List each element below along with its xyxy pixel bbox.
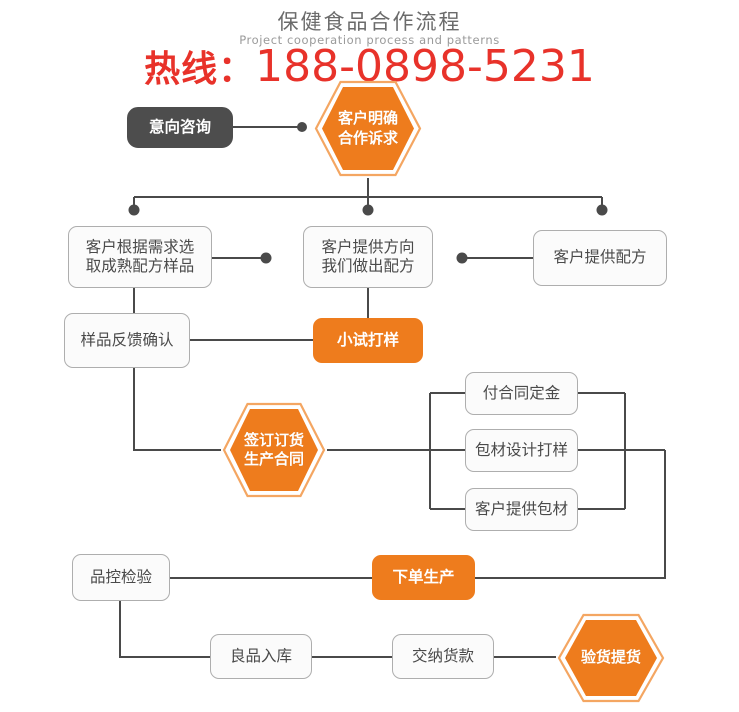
node-inspect-and-pickup[interactable]: 验货提货 xyxy=(556,612,666,704)
node-client-direction-we-formulate[interactable]: 客户提供方向 我们做出配方 xyxy=(303,226,433,288)
node-label: 包材设计打样 xyxy=(474,440,568,459)
node-label: 下单生产 xyxy=(392,567,455,586)
node-label: 客户根据需求选 取成熟配方样品 xyxy=(85,237,195,275)
node-packaging-design-proof[interactable]: 包材设计打样 xyxy=(465,429,578,472)
node-client-provides-formula[interactable]: 客户提供配方 xyxy=(533,230,667,286)
page-subtitle: Project cooperation process and patterns xyxy=(239,33,500,47)
node-label: 客户提供方向 我们做出配方 xyxy=(321,237,415,275)
node-quality-inspection[interactable]: 品控检验 xyxy=(72,554,170,601)
node-label: 签订订货 生产合同 xyxy=(243,430,304,469)
node-pick-mature-formula-sample[interactable]: 客户根据需求选 取成熟配方样品 xyxy=(68,226,212,288)
node-clear-cooperation-demand[interactable]: 客户明确 合作诉求 xyxy=(313,79,423,178)
node-label: 客户提供配方 xyxy=(553,248,647,267)
node-client-provides-packaging[interactable]: 客户提供包材 xyxy=(465,488,578,531)
node-label: 良品入库 xyxy=(229,646,292,665)
node-sample-feedback-confirm[interactable]: 样品反馈确认 xyxy=(64,313,190,368)
node-label: 小试打样 xyxy=(336,330,399,349)
node-label: 客户提供包材 xyxy=(474,499,568,518)
node-sign-production-contract[interactable]: 签订订货 生产合同 xyxy=(221,401,327,499)
node-pay-goods-payment[interactable]: 交纳货款 xyxy=(392,634,494,679)
node-place-production-order[interactable]: 下单生产 xyxy=(372,555,475,600)
node-good-products-warehousing[interactable]: 良品入库 xyxy=(210,634,312,679)
hotline-number: 188-0898-5231 xyxy=(255,41,595,92)
hotline-banner: 热线：188-0898-5231 xyxy=(0,40,739,92)
node-label: 品控检验 xyxy=(89,567,152,586)
node-label: 验货提货 xyxy=(580,648,641,667)
node-label: 交纳货款 xyxy=(411,646,474,665)
page-title: 保健食品合作流程 xyxy=(277,10,462,34)
node-pay-contract-deposit[interactable]: 付合同定金 xyxy=(465,372,578,415)
node-label: 意向咨询 xyxy=(148,117,211,136)
node-label: 客户明确 合作诉求 xyxy=(337,109,398,147)
node-label: 样品反馈确认 xyxy=(80,330,174,349)
node-label: 付合同定金 xyxy=(482,383,561,402)
node-intent-consultation[interactable]: 意向咨询 xyxy=(127,107,233,148)
node-trial-sampling[interactable]: 小试打样 xyxy=(313,318,423,363)
hotline-label: 热线： xyxy=(144,49,256,90)
